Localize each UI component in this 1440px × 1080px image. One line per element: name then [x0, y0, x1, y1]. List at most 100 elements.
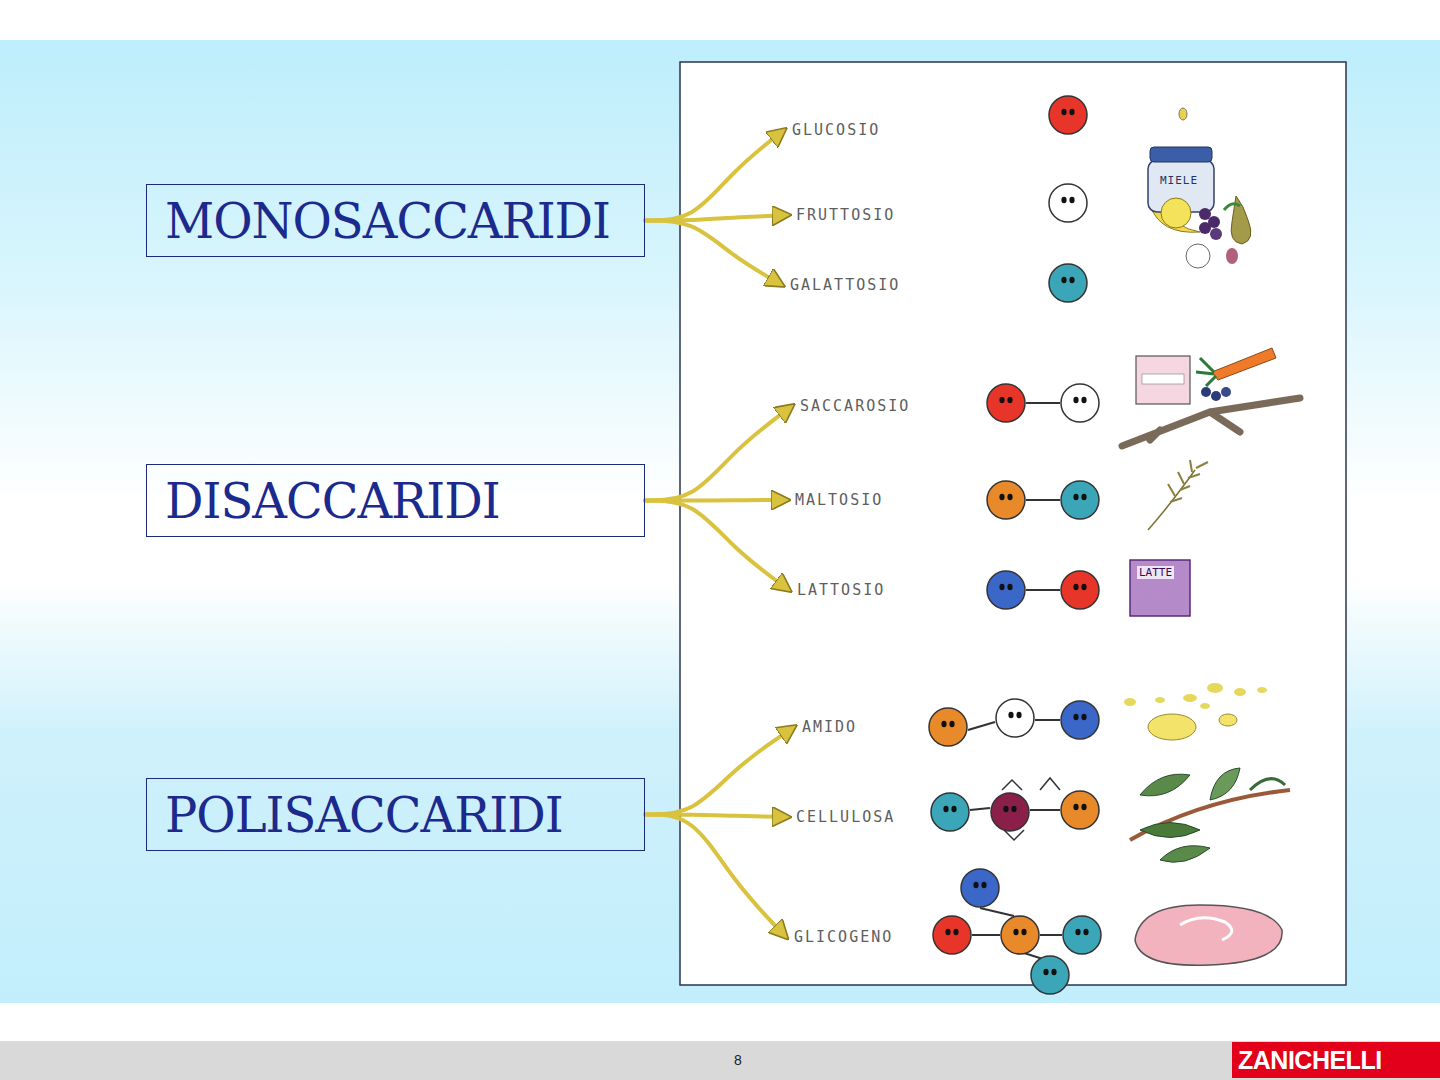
starch-grain	[1207, 683, 1223, 693]
grape	[1210, 228, 1222, 240]
sugar-ball	[1061, 481, 1099, 519]
monosaccharide-ball	[961, 869, 999, 907]
sugar-name: LATTOSIO	[793, 579, 889, 601]
steak-fat	[1180, 918, 1232, 940]
sugar-label: GLUCOSIO	[792, 121, 880, 139]
illustration-panel	[680, 62, 1346, 985]
sugar-ball	[996, 699, 1034, 737]
sugar-name: SACCAROSIO	[796, 395, 914, 417]
sugar-ball	[1063, 916, 1101, 954]
sugar-name: MALTOSIO	[791, 489, 887, 511]
ball-eye	[1069, 277, 1074, 283]
meat-steak	[1135, 905, 1282, 965]
ball-eye	[973, 882, 978, 888]
category-title: POLISACCARIDI	[165, 787, 563, 843]
sugar-ball	[1061, 701, 1099, 739]
monosaccharide-ball	[1061, 384, 1099, 422]
monosaccharide-ball	[1061, 481, 1099, 519]
starch-grains	[1124, 683, 1267, 740]
monosaccharide-ball	[1063, 916, 1101, 954]
carrot	[1212, 348, 1276, 380]
sugar-label: LATTOSIO	[797, 581, 885, 599]
sugar-ball	[1061, 791, 1099, 829]
starch-grain	[1124, 698, 1136, 706]
monosaccharide-ball	[1049, 96, 1087, 134]
sugar-ball	[1031, 956, 1069, 994]
ball-eye	[999, 397, 1004, 403]
glycosidic-bond	[972, 934, 1000, 936]
category-title: DISACCARIDI	[165, 473, 500, 529]
ball-eye	[1061, 197, 1066, 203]
branch-arrow	[645, 501, 789, 591]
ball-eye	[1073, 494, 1078, 500]
sugar-ball	[1061, 571, 1099, 609]
sugar-ball	[987, 384, 1025, 422]
glycosidic-bond	[1026, 499, 1060, 501]
category-title: MONOSACCARIDI	[165, 193, 610, 249]
starch-grain	[1155, 697, 1165, 703]
glycosidic-bond	[1040, 934, 1062, 936]
ball-eye	[1021, 929, 1026, 935]
starch-grain	[1200, 703, 1210, 709]
sugar-label: CELLULOSA	[796, 808, 895, 826]
monosaccharide-ball	[987, 384, 1025, 422]
berry	[1201, 387, 1211, 397]
fruit	[1186, 244, 1210, 268]
ball-eye	[1016, 712, 1021, 718]
wheat-stem	[1148, 470, 1195, 530]
ball-eye	[1061, 277, 1066, 283]
monosaccharide-ball	[1031, 956, 1069, 994]
ball-eye	[1043, 969, 1048, 975]
sugar-label: GALATTOSIO	[790, 276, 900, 294]
ball-eye	[1081, 584, 1086, 590]
sugar-ball	[931, 793, 969, 831]
monosaccharide-ball	[933, 916, 971, 954]
glycosidic-bond	[1035, 719, 1060, 721]
monosaccharide-ball	[1049, 184, 1087, 222]
ball-eye	[1073, 804, 1078, 810]
leaf	[1224, 204, 1240, 210]
berry	[1221, 387, 1231, 397]
plant-leaves	[1130, 768, 1290, 862]
apple	[1161, 198, 1191, 228]
ball-eye	[981, 882, 986, 888]
fruit	[1226, 248, 1238, 264]
ball-eye	[1081, 804, 1086, 810]
sugar-ball	[1061, 384, 1099, 422]
sugar-ball	[1049, 264, 1087, 302]
ball-eye	[1007, 584, 1012, 590]
branch-arrow	[645, 221, 782, 286]
ball-eye	[953, 929, 958, 935]
ball-eye	[1081, 494, 1086, 500]
monosaccharide-ball	[987, 481, 1025, 519]
starch-grain	[1183, 694, 1197, 702]
ball-eye	[1003, 806, 1008, 812]
footer-bar	[0, 1041, 1440, 1080]
sugar-ball	[987, 571, 1025, 609]
ball-eye	[1073, 397, 1078, 403]
ball-eye	[941, 721, 946, 727]
publisher-logo: ZANICHELLI	[1232, 1042, 1440, 1078]
sugar-label: FRUTTOSIO	[796, 206, 895, 224]
ball-eye	[1081, 714, 1086, 720]
sugar-ball	[961, 869, 999, 907]
sugar-label: GLICOGENO	[794, 928, 893, 946]
sugar-ball	[991, 793, 1029, 831]
glycosidic-bond	[968, 722, 995, 730]
starch-blob	[1148, 714, 1196, 740]
branch-arrow	[645, 815, 786, 938]
sugar-name: AMIDO	[798, 716, 861, 738]
leaf	[1250, 779, 1285, 790]
ball-eye	[1007, 397, 1012, 403]
branch-arrow	[645, 727, 794, 815]
sugar-label: MALTOSIO	[795, 491, 883, 509]
honey-drop	[1179, 108, 1187, 120]
grape	[1199, 208, 1211, 220]
molecule-group	[929, 96, 1101, 994]
ball-eye	[1073, 714, 1078, 720]
category-box: DISACCARIDI	[146, 464, 645, 537]
category-box: MONOSACCARIDI	[146, 184, 645, 257]
leaf	[1140, 823, 1200, 838]
